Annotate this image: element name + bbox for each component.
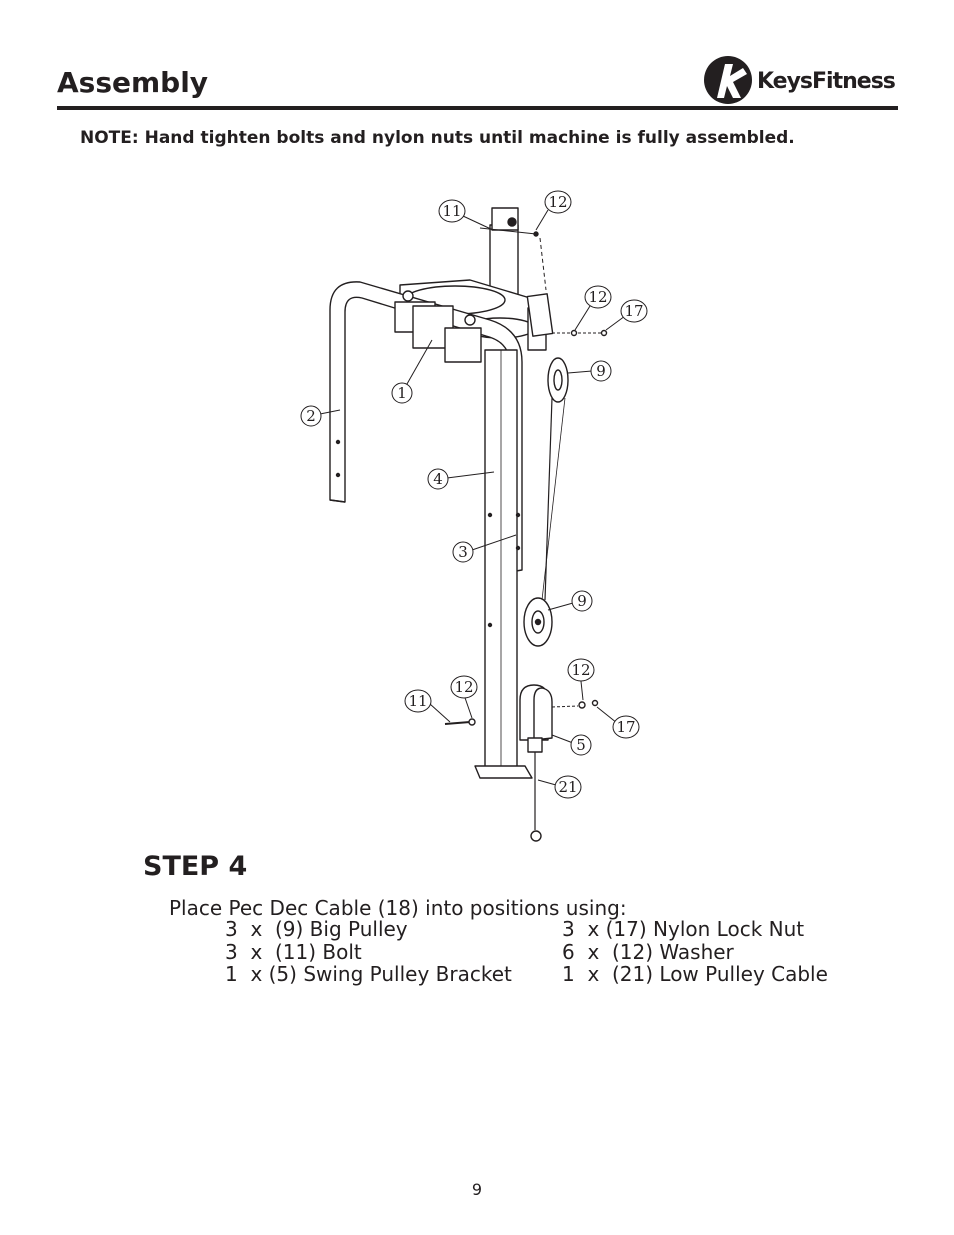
callout-12-left xyxy=(450,675,478,699)
assembly-note: NOTE: Hand tighten bolts and nylon nuts … xyxy=(80,128,795,148)
page-number: 9 xyxy=(471,1180,483,1199)
callout-label: 12 xyxy=(571,661,590,679)
callout-label: 11 xyxy=(408,692,427,710)
callout-4 xyxy=(427,468,449,490)
callout-1 xyxy=(391,382,413,404)
parts-list-right: 3 x (17) Nylon Lock Nut 6 x (12) Washer … xyxy=(562,918,828,986)
callout-label: 9 xyxy=(577,592,587,610)
callout-label: 1 xyxy=(397,384,407,402)
part-item: 3 x (11) Bolt xyxy=(225,939,362,964)
callout-3 xyxy=(452,541,474,563)
callout-5 xyxy=(570,734,592,756)
logo-brand-suffix: Fitness xyxy=(812,69,896,94)
callout-17-lower xyxy=(612,715,640,739)
callout-label: 11 xyxy=(442,202,461,220)
callout-label: 12 xyxy=(548,193,567,211)
callout-label: 17 xyxy=(616,718,635,736)
callout-label: 3 xyxy=(458,543,468,561)
callout-12-right xyxy=(567,658,595,682)
logo-brand-prefix: Keys xyxy=(757,69,813,94)
page-title: Assembly xyxy=(57,66,209,99)
callout-label: 5 xyxy=(576,736,586,754)
callout-12-upper xyxy=(584,285,612,309)
callout-label: 2 xyxy=(306,407,316,425)
callout-label: 12 xyxy=(454,678,473,696)
assembly-diagram: 11 12 12 17 9 1 2 4 3 9 12 11 12 17 5 21 xyxy=(300,190,648,842)
callout-12-top xyxy=(544,190,572,214)
callout-9-upper xyxy=(590,360,612,382)
step-title: STEP 4 xyxy=(143,851,248,882)
callout-label: 12 xyxy=(588,288,607,306)
keysfitness-logo-icon xyxy=(704,56,752,104)
callout-17-upper xyxy=(620,299,648,323)
part-item: 3 x (9) Big Pulley xyxy=(225,917,408,941)
callout-label: 21 xyxy=(558,778,577,796)
header-divider xyxy=(57,106,898,110)
keysfitness-logo: KeysFitness xyxy=(703,54,903,106)
callout-11-top xyxy=(438,199,466,223)
step-intro: Place Pec Dec Cable (18) into positions … xyxy=(169,896,627,920)
part-item: 6 x (12) Washer xyxy=(562,939,734,964)
part-item: 1 x (21) Low Pulley Cable xyxy=(562,962,828,986)
parts-list-left: 3 x (9) Big Pulley 3 x (11) Bolt 1 x (5)… xyxy=(225,918,512,986)
logo-wordmark: KeysFitness xyxy=(757,69,896,94)
callout-2 xyxy=(300,405,322,427)
part-item: 3 x (17) Nylon Lock Nut xyxy=(562,917,805,941)
callout-label: 9 xyxy=(596,362,606,380)
callout-9-lower xyxy=(571,590,593,612)
callout-label: 17 xyxy=(624,302,643,320)
part-item: 1 x (5) Swing Pulley Bracket xyxy=(225,962,512,986)
callout-21 xyxy=(554,775,582,799)
callout-label: 4 xyxy=(433,470,443,488)
callout-11-lower xyxy=(404,689,432,713)
